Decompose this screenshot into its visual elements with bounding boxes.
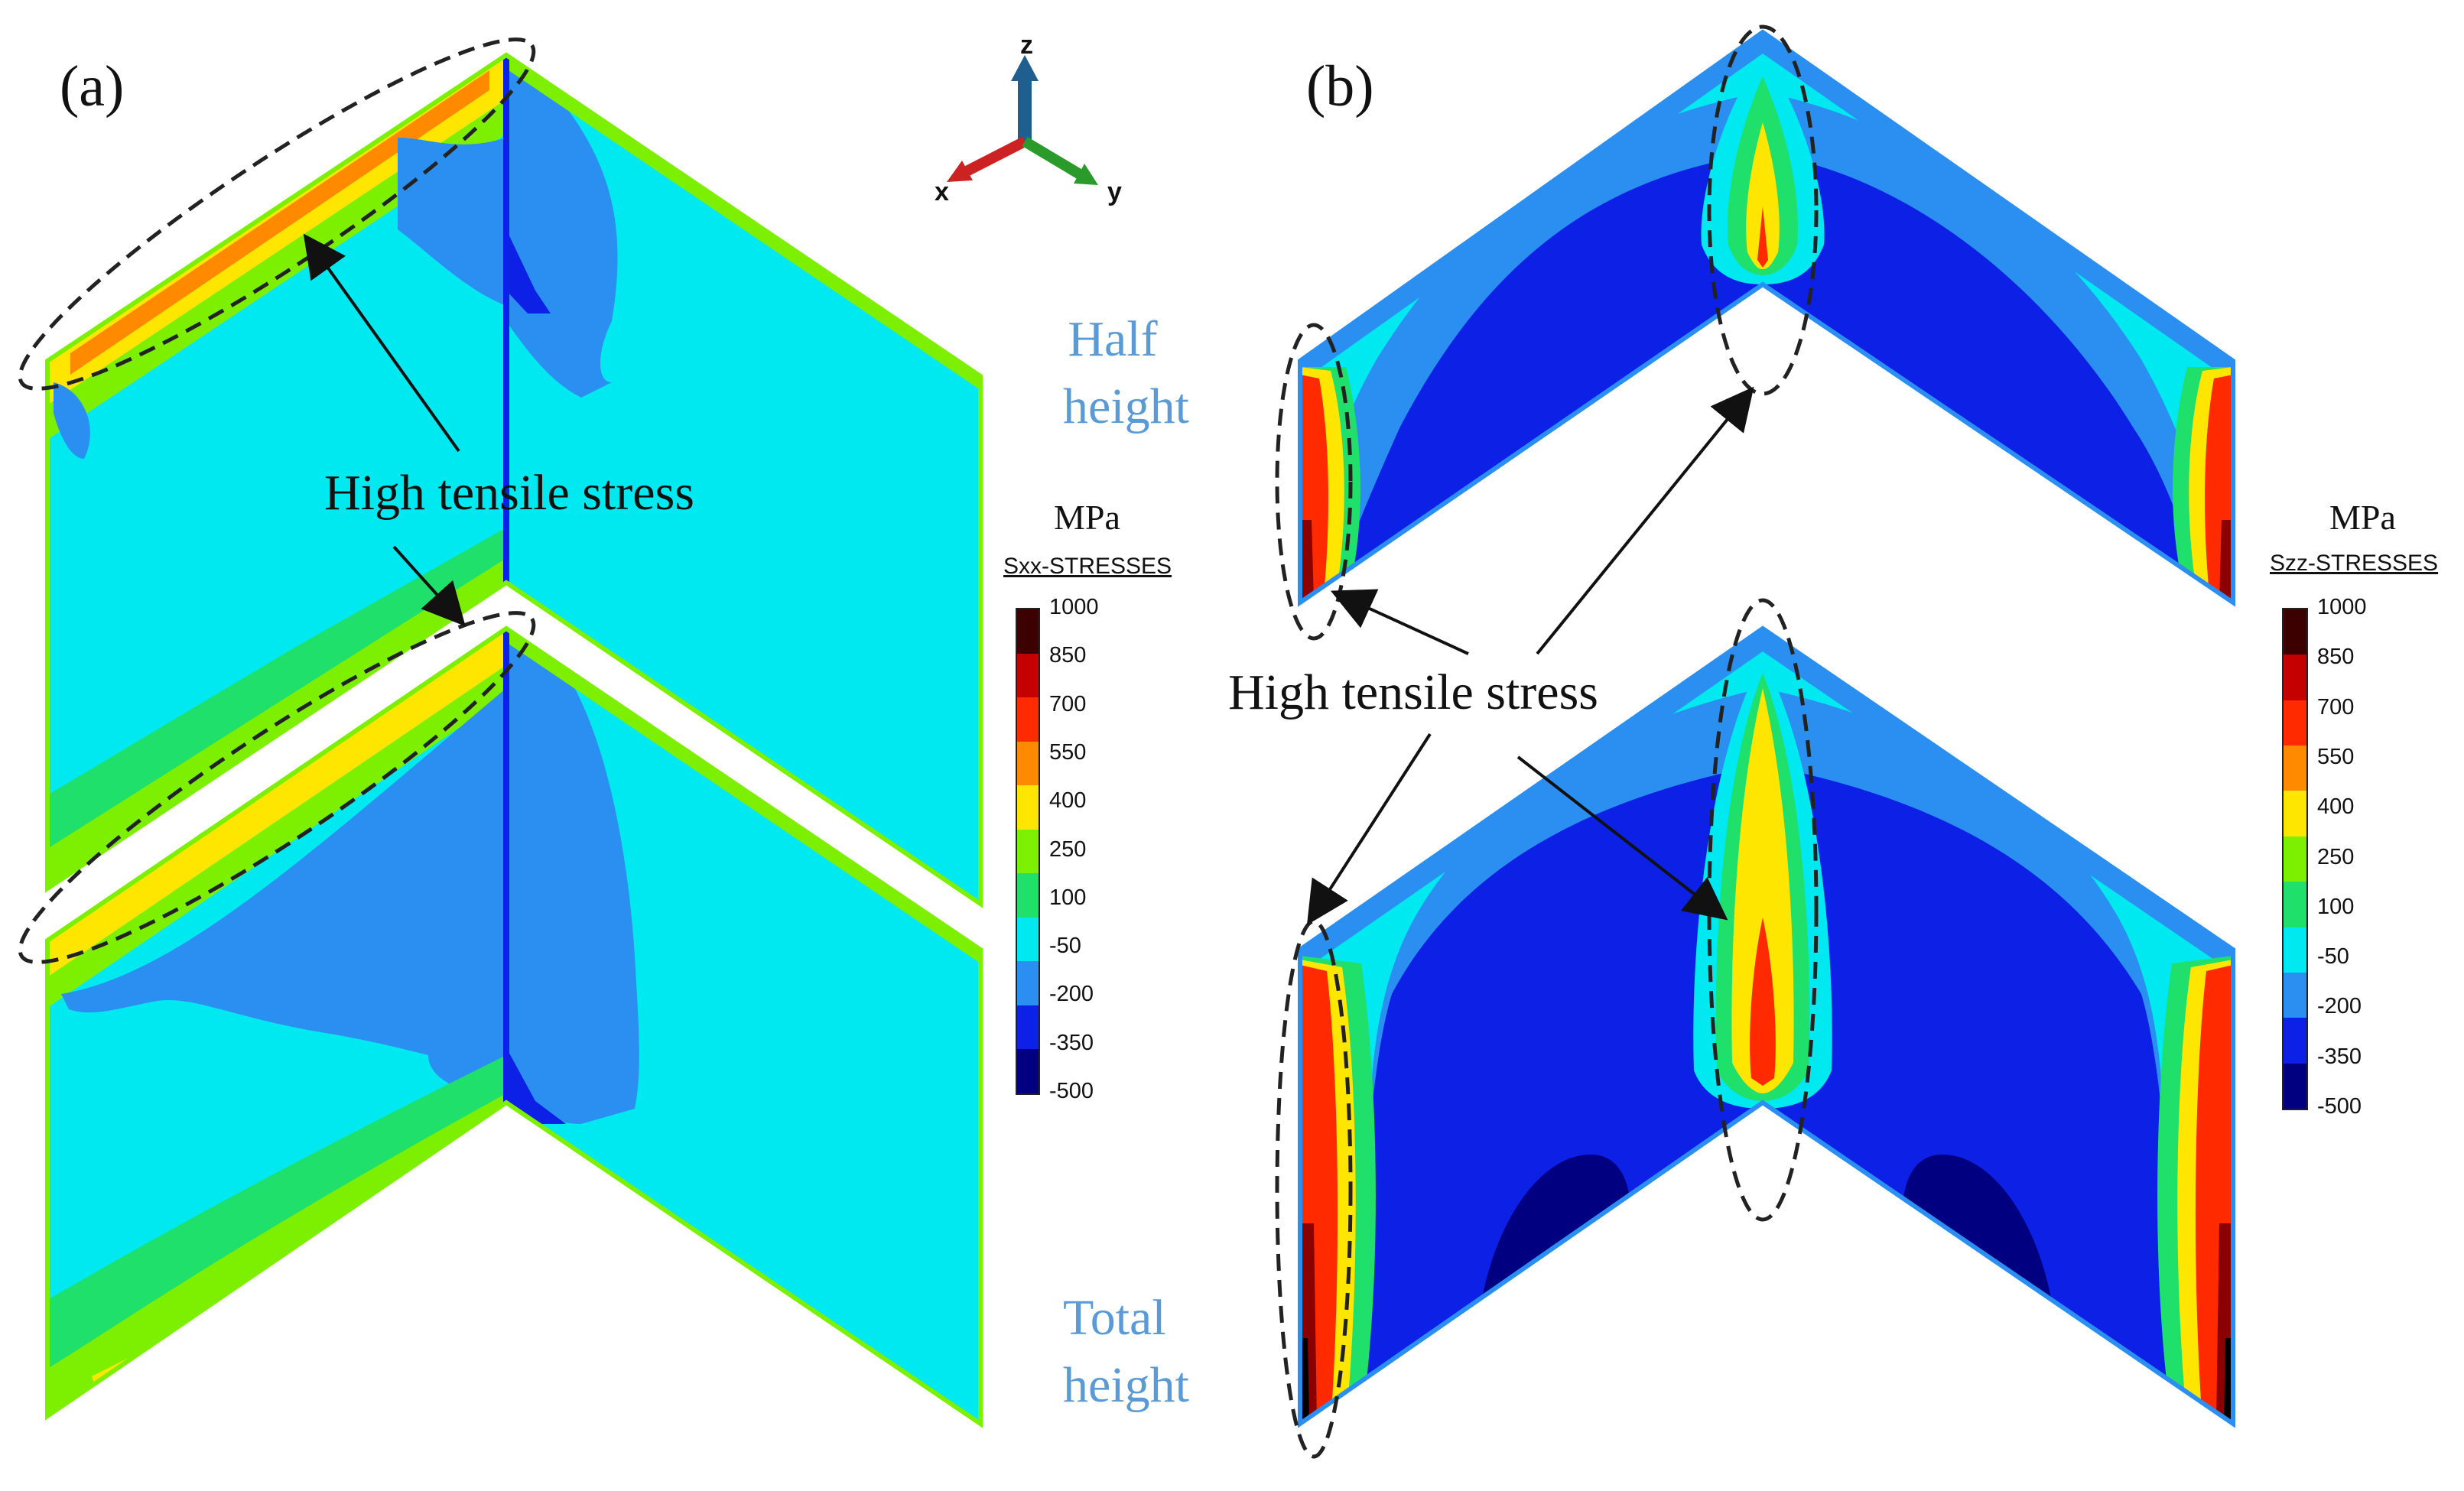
colorbar-a-variable: Sxx-STRESSES xyxy=(1003,554,1172,579)
colorbar-tick-label: 400 xyxy=(2317,794,2355,820)
colorbar-tick-label: 700 xyxy=(1049,691,1087,716)
colorbar-tick-label: 1000 xyxy=(1049,595,1099,619)
total-height-line2: height xyxy=(1063,1357,1189,1413)
colorbar-segment xyxy=(1017,829,1039,874)
colorbar-segment xyxy=(1017,961,1039,1005)
colorbar-tick-label: -200 xyxy=(2317,994,2362,1019)
panel-a-total-height-model xyxy=(45,625,983,1428)
colorbar-tick-label: 1000 xyxy=(2317,595,2367,619)
panel-label-b: (b) xyxy=(1306,54,1374,119)
axis-label-x: x xyxy=(935,177,949,206)
colorbar-tick-label: -500 xyxy=(1049,1079,1094,1103)
axes-triad xyxy=(947,55,1098,185)
colorbar-tick-label: 850 xyxy=(1049,643,1087,668)
colorbar-segment xyxy=(1017,785,1039,830)
colorbar-segment xyxy=(2284,836,2306,882)
ellipse-a-bottom xyxy=(18,611,536,964)
colorbar-segment xyxy=(2284,1018,2306,1064)
panel-b-total-height-model xyxy=(1298,625,2235,1428)
colorbar-tick-label: 550 xyxy=(2317,744,2355,769)
colorbar-tick-label: -500 xyxy=(2317,1094,2362,1119)
colorbar-tick-label: -350 xyxy=(1049,1030,1094,1055)
colorbar-tick-label: 100 xyxy=(2317,894,2355,919)
colorbar-tick-label: 250 xyxy=(2317,844,2355,869)
ellipse-b-top-left xyxy=(1275,323,1353,641)
colorbar-segment xyxy=(2284,1063,2306,1109)
total-height-label: Total height xyxy=(1063,1285,1189,1419)
colorbar-tick-label: -50 xyxy=(2317,944,2349,970)
colorbar-segment xyxy=(1017,873,1039,918)
colorbar-segment xyxy=(1017,653,1039,698)
colorbar-segment xyxy=(2284,882,2306,927)
colorbar-tick-label: 850 xyxy=(2317,645,2355,670)
colorbar-segment xyxy=(2284,927,2306,973)
colorbar-a-unit: MPa xyxy=(1054,498,1120,537)
colorbar-tick-label: -50 xyxy=(1049,934,1081,959)
ellipse-b-top-spine xyxy=(1707,24,1819,396)
colorbar-b-ticks: 1000 850 700 550 400 250 100 -50 -200 -350 -500 xyxy=(2317,593,2401,1129)
colorbar-segment xyxy=(2284,609,2306,655)
axis-label-y: y xyxy=(1107,177,1122,206)
colorbar-segment xyxy=(2284,700,2306,746)
half-height-label: Half height xyxy=(1063,306,1189,440)
panel-b-half-height-model xyxy=(1298,29,2235,607)
colorbar-segment xyxy=(2284,791,2306,836)
high-tensile-stress-label-a: High tensile stress xyxy=(324,465,694,521)
colorbar-segment xyxy=(1017,697,1039,742)
colorbar-tick-label: 700 xyxy=(2317,694,2355,720)
colorbar-b-variable: Szz-STRESSES xyxy=(2270,551,2439,576)
axis-label-z: z xyxy=(1020,31,1033,60)
colorbar-tick-label: 250 xyxy=(1049,836,1087,862)
ellipse-b-bottom-spine xyxy=(1707,598,1819,1222)
colorbar-segment xyxy=(1017,609,1039,654)
colorbar-a-ticks: 1000 850 700 550 400 250 100 -50 -200 -350 -500 xyxy=(1049,593,1133,1113)
high-tensile-stress-label-b: High tensile stress xyxy=(1228,664,1598,720)
annotation-arrows xyxy=(303,233,1754,925)
colorbar-segment xyxy=(1017,917,1039,962)
colorbar-segment xyxy=(2284,972,2306,1018)
colorbar-tick-label: -350 xyxy=(2317,1044,2362,1069)
half-height-line2: height xyxy=(1063,378,1189,434)
colorbar-b-unit: MPa xyxy=(2329,498,2396,537)
half-height-line1: Half xyxy=(1068,311,1158,367)
colorbar-tick-label: 400 xyxy=(1049,788,1087,814)
total-height-line1: Total xyxy=(1063,1290,1166,1346)
colorbar-segment xyxy=(2284,746,2306,791)
colorbar-segment xyxy=(1017,741,1039,786)
colorbar-b xyxy=(2282,608,2308,1110)
colorbar-tick-label: 550 xyxy=(1049,739,1087,765)
colorbar-a xyxy=(1016,608,1040,1095)
colorbar-segment xyxy=(1017,1005,1039,1050)
ellipse-b-bottom-left xyxy=(1275,919,1353,1459)
colorbar-segment xyxy=(2284,655,2306,700)
colorbar-tick-label: -200 xyxy=(1049,982,1094,1007)
colorbar-tick-label: 100 xyxy=(1049,885,1087,910)
panel-label-a: (a) xyxy=(60,54,125,119)
colorbar-segment xyxy=(1017,1049,1039,1093)
